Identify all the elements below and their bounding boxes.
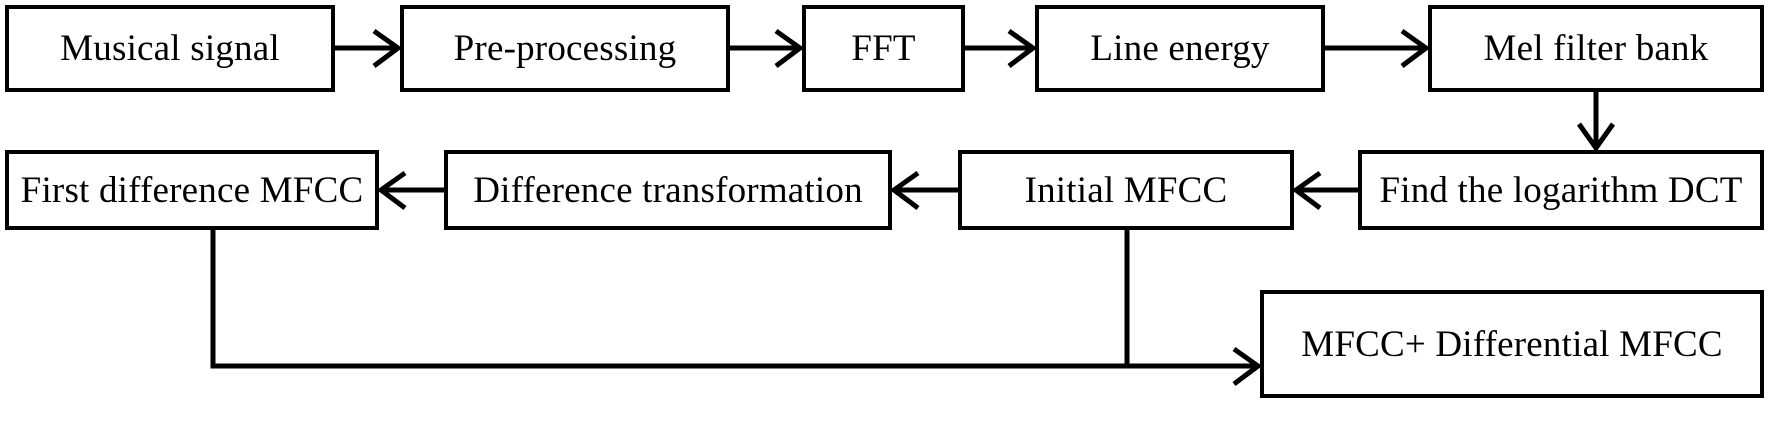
node-mel-filter-bank[interactable]: Mel filter bank xyxy=(1428,5,1764,92)
edge-pre-processing-to-fft xyxy=(730,28,805,68)
node-initial-mfcc[interactable]: Initial MFCC xyxy=(958,150,1294,230)
node-label-fft: FFT xyxy=(851,28,916,69)
node-find-logarithm-dct[interactable]: Find the logarithm DCT xyxy=(1358,150,1764,230)
node-first-difference-mfcc[interactable]: First difference MFCC xyxy=(5,150,379,230)
edge-musical-signal-to-pre-processing xyxy=(335,28,403,68)
node-mfcc-plus-differential[interactable]: MFCC+ Differential MFCC xyxy=(1260,290,1764,398)
node-pre-processing[interactable]: Pre-processing xyxy=(400,5,730,92)
edge-first-difference-mfcc-to-mfcc-plus-differential xyxy=(210,230,1263,386)
node-label-find-logarithm-dct: Find the logarithm DCT xyxy=(1379,169,1743,211)
edge-initial-mfcc-to-difference-transformation xyxy=(889,170,958,210)
node-label-mfcc-plus-differential: MFCC+ Differential MFCC xyxy=(1301,323,1723,365)
edge-line-energy-to-mel-filter-bank xyxy=(1325,28,1431,68)
node-label-musical-signal: Musical signal xyxy=(60,28,280,69)
node-label-initial-mfcc: Initial MFCC xyxy=(1024,169,1228,211)
node-musical-signal[interactable]: Musical signal xyxy=(5,5,335,92)
node-line-energy[interactable]: Line energy xyxy=(1035,5,1325,92)
edge-difference-transformation-to-first-difference-mfcc xyxy=(376,170,444,210)
node-label-pre-processing: Pre-processing xyxy=(453,28,677,69)
node-label-difference-transformation: Difference transformation xyxy=(473,169,863,211)
node-label-line-energy: Line energy xyxy=(1090,28,1270,69)
edge-fft-to-line-energy xyxy=(965,28,1038,68)
node-difference-transformation[interactable]: Difference transformation xyxy=(444,150,892,230)
edge-find-logarithm-dct-to-initial-mfcc xyxy=(1291,170,1358,210)
edge-mel-filter-bank-to-find-logarithm-dct xyxy=(1576,92,1616,153)
node-label-mel-filter-bank: Mel filter bank xyxy=(1483,28,1709,69)
node-label-first-difference-mfcc: First difference MFCC xyxy=(20,169,364,211)
node-fft[interactable]: FFT xyxy=(802,5,965,92)
